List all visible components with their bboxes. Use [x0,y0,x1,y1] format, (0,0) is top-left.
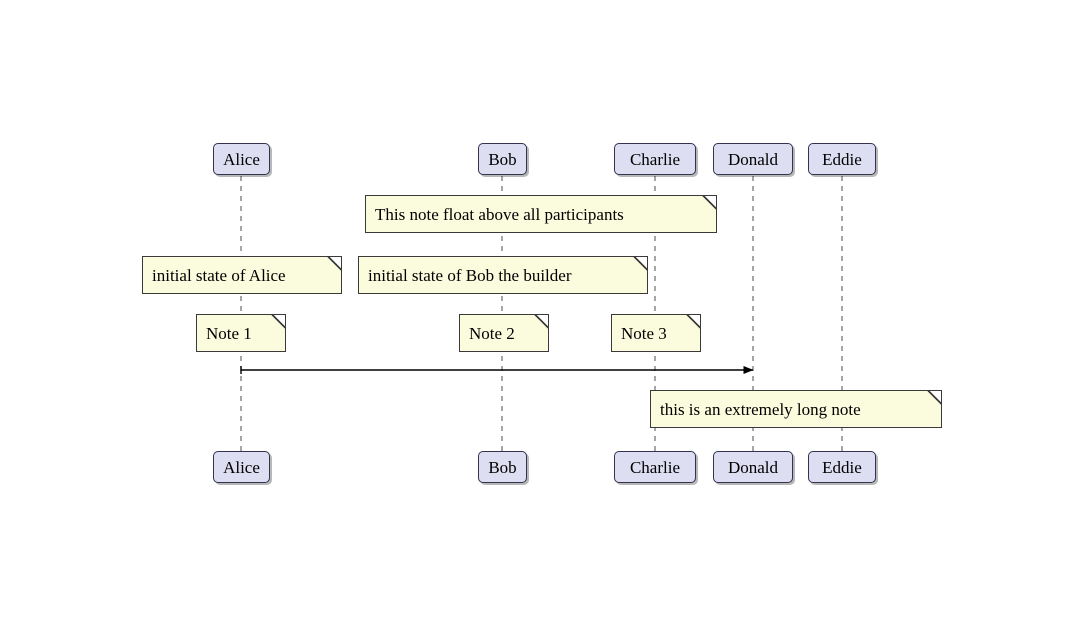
note-folded-corner-icon [327,256,342,271]
participant-bottom-eddie[interactable]: Eddie [808,451,876,483]
participant-label: Bob [488,457,517,477]
participant-label: Eddie [822,457,862,477]
participant-top-charlie[interactable]: Charlie [614,143,696,175]
participant-bottom-charlie[interactable]: Charlie [614,451,696,483]
note-text: initial state of Alice [152,265,286,285]
note-folded-corner-icon [702,195,717,210]
participant-label: Alice [223,149,260,169]
note-text: this is an extremely long note [660,399,861,419]
participant-top-eddie[interactable]: Eddie [808,143,876,175]
participant-label: Donald [727,149,779,169]
note-initial-alice[interactable]: initial state of Alice [142,256,342,294]
participant-label: Charlie [629,457,681,477]
messages-group [240,366,754,374]
participant-top-donald[interactable]: Donald [713,143,793,175]
participant-label: Eddie [822,149,862,169]
note-text: initial state of Bob the builder [368,265,572,285]
participant-top-bob[interactable]: Bob [478,143,527,175]
note-float-all[interactable]: This note float above all participants [365,195,717,233]
participant-label: Donald [727,457,779,477]
note-folded-corner-icon [686,314,701,329]
note-text: Note 1 [206,323,252,343]
participant-label: Alice [223,457,260,477]
note-1[interactable]: Note 1 [196,314,286,352]
note-folded-corner-icon [927,390,942,405]
participant-label: Bob [488,149,517,169]
participant-bottom-donald[interactable]: Donald [713,451,793,483]
note-folded-corner-icon [633,256,648,271]
note-long[interactable]: this is an extremely long note [650,390,942,428]
participant-label: Charlie [629,149,681,169]
note-2[interactable]: Note 2 [459,314,549,352]
note-folded-corner-icon [271,314,286,329]
note-3[interactable]: Note 3 [611,314,701,352]
participant-top-alice[interactable]: Alice [213,143,270,175]
participant-bottom-alice[interactable]: Alice [213,451,270,483]
note-folded-corner-icon [534,314,549,329]
note-text: Note 3 [621,323,667,343]
participant-bottom-bob[interactable]: Bob [478,451,527,483]
note-initial-bob[interactable]: initial state of Bob the builder [358,256,648,294]
note-text: Note 2 [469,323,515,343]
note-text: This note float above all participants [375,204,624,224]
